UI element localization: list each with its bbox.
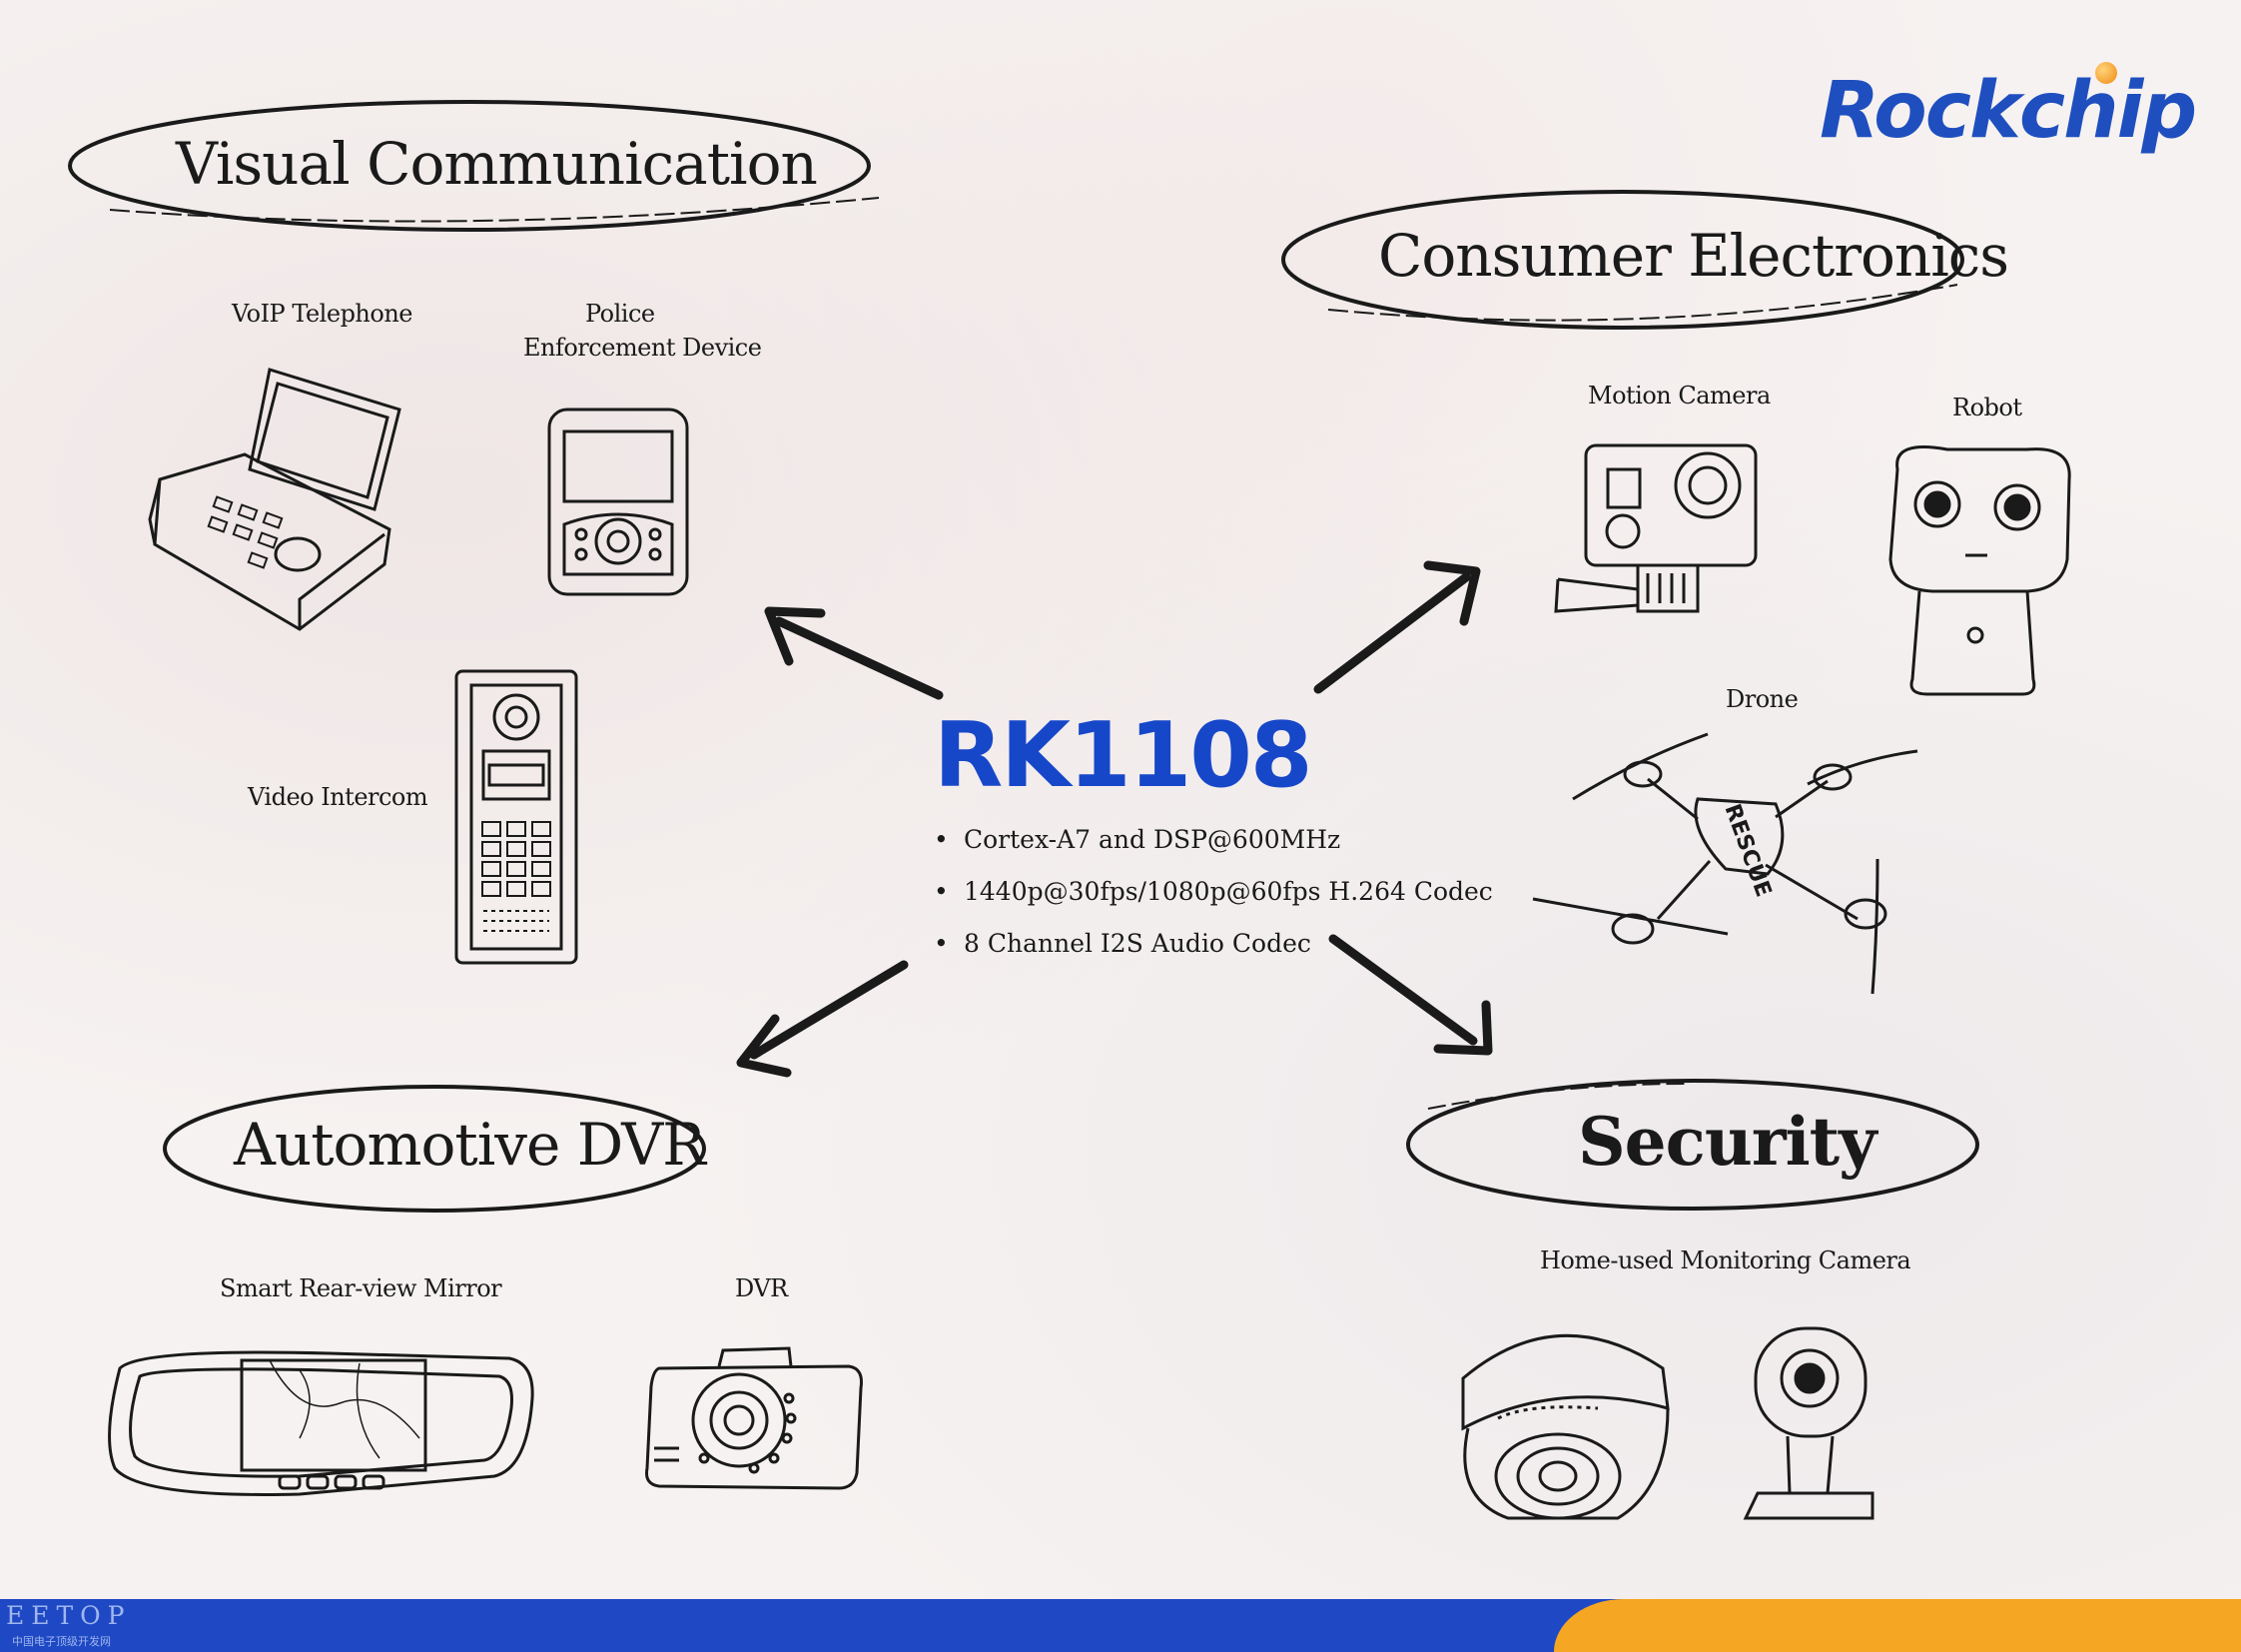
chip-title: RK1108 [934,703,1313,808]
video-intercom-icon [454,669,578,965]
arrow-to-automotive-dvr [736,960,909,1078]
label-video-intercom: Video Intercom [248,783,428,811]
watermark-subtitle: 中国电子顶级开发网 [12,1635,111,1648]
dvr-camera-icon [645,1346,863,1490]
logo-orange-dot [2095,62,2117,84]
label-dvr: DVR [735,1274,788,1302]
ellipse-security [1406,1079,1979,1211]
smart-rear-view-mirror-icon [108,1350,534,1496]
voip-telephone-icon [148,368,401,631]
home-monitoring-camera-icon [1743,1326,1874,1520]
robot-icon [1888,445,2071,696]
label-smart-rear-view-mirror: Smart Rear-view Mirror [220,1274,502,1302]
category-title-consumer-electronics: Consumer Electronics [1378,222,2009,290]
arrow-to-visual-communication [764,606,944,700]
arrow-to-consumer-electronics [1313,560,1481,694]
category-title-security: Security [1578,1103,1877,1181]
spec-item: 1440p@30fps/1080p@60fps H.264 Codec [934,866,1493,918]
label-drone: Drone [1726,685,1799,713]
spec-item: 8 Channel I2S Audio Codec [934,918,1493,970]
spec-item: Cortex-A7 and DSP@600MHz [934,814,1493,866]
motion-camera-icon [1554,443,1758,613]
label-voip-telephone: VoIP Telephone [232,300,413,328]
footer-orange-bar [1554,1599,2241,1652]
ellipse-visual-communication [68,100,880,232]
police-enforcement-device-icon [547,408,689,596]
label-police: Police [585,300,655,328]
rockchip-logo: Rockchip [1820,66,2197,156]
watermark-eetop: EETOP [6,1601,132,1630]
category-title-automotive-dvr: Automotive DVR [234,1111,706,1179]
dome-security-camera-icon [1461,1333,1670,1520]
ellipse-automotive-dvr [163,1085,706,1213]
category-title-visual-communication: Visual Communication [176,130,818,198]
label-home-used-monitoring-camera: Home-used Monitoring Camera [1540,1246,1911,1274]
label-motion-camera: Motion Camera [1588,382,1771,410]
label-enforcement-device: Enforcement Device [523,334,762,362]
arrow-to-security [1328,934,1493,1056]
chip-spec-list: Cortex-A7 and DSP@600MHz 1440p@30fps/108… [934,814,1493,970]
ellipse-consumer-electronics [1281,190,1964,330]
label-robot: Robot [1952,394,2022,421]
